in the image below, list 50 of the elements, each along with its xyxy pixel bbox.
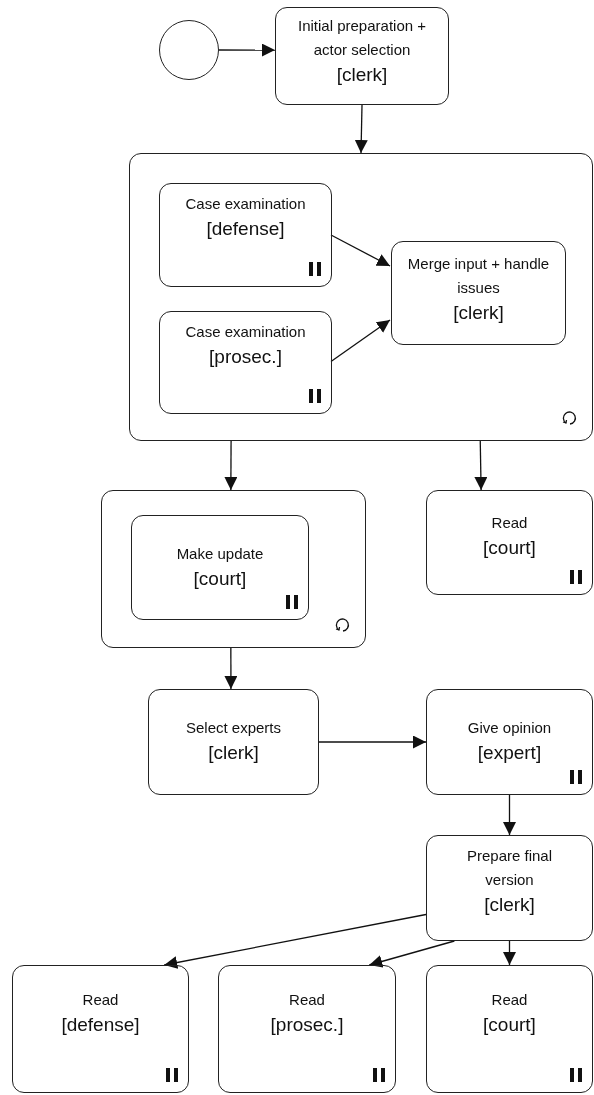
arrow [330,319,391,363]
task-name: Read [490,990,529,1010]
role-label: [defense] [61,1013,140,1037]
task-box [148,689,319,795]
task-box [426,835,593,941]
task-box [12,965,189,1093]
arrow [330,234,391,267]
role-label: [prosec.] [209,345,282,369]
task-name: Case examination [184,322,307,342]
task-box [218,965,396,1093]
task-box [426,965,593,1093]
task-box [159,311,332,414]
role-label: [court] [193,567,247,591]
task-name: Select experts [184,718,282,738]
task-box [391,241,566,345]
arrow [503,794,516,836]
arrow [224,647,238,690]
role-label: [clerk] [208,741,259,765]
task-name: Read [81,990,120,1010]
task-name: Give opinion [466,718,553,738]
role-label: [court] [483,1013,536,1037]
role-label: [court] [483,536,536,560]
subprocess-box [129,153,593,441]
task-box [275,7,449,105]
task-name: Read [288,990,326,1010]
task-name: Initial preparation + actor selection [297,16,427,60]
task-name: Make update [175,544,265,564]
role-label: [clerk] [336,63,388,87]
arrow [368,940,456,968]
arrow [318,735,427,749]
task-name: Merge input + handle issues [406,254,551,298]
arrow [224,440,238,491]
arrow [503,940,516,966]
task-name: Case examination [184,194,307,214]
role-label: [expert] [477,741,542,765]
task-box [426,490,593,595]
task-box [159,183,332,287]
task-name: Prepare final version [465,846,554,890]
arrow [218,43,276,57]
task-name: Read [490,513,529,533]
role-label: [clerk] [453,301,504,325]
role-label: [defense] [206,217,285,241]
task-box [131,515,309,620]
subprocess-box [101,490,366,648]
task-box [426,689,593,795]
role-label: [clerk] [484,893,535,917]
arrow [474,440,488,491]
role-label: [prosec.] [270,1013,344,1037]
arrow [163,913,427,969]
arrow [354,104,368,154]
